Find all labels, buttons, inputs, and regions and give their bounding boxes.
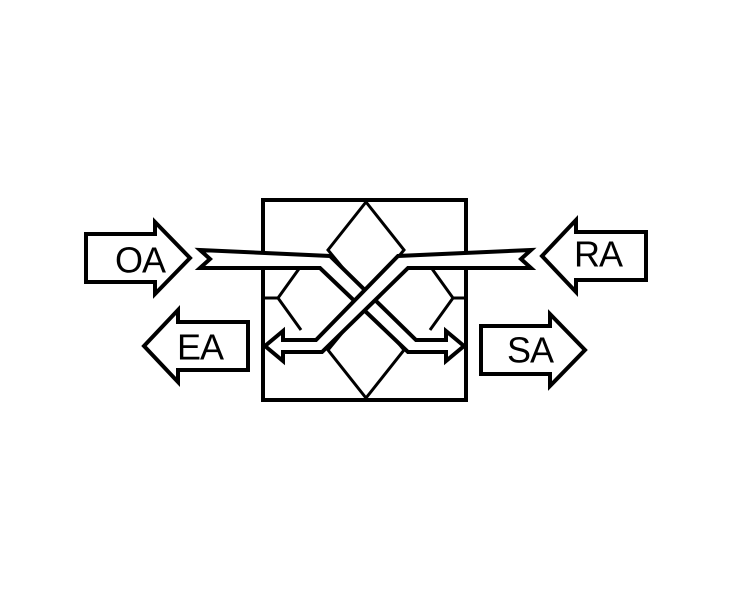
arrow-ea-shape <box>141 304 250 388</box>
label-ra: RA <box>574 234 623 275</box>
airstream-oa-to-sa <box>194 247 468 366</box>
arrow-exhaust-air: EA <box>141 304 250 388</box>
arrow-sa-shape <box>479 309 588 391</box>
arrow-return-air: RA <box>539 214 648 298</box>
label-oa: OA <box>115 240 166 281</box>
arrow-oa-shape <box>84 217 193 299</box>
arrow-outdoor-air: OA <box>84 217 193 299</box>
arrow-ra-shape <box>539 214 648 298</box>
label-ea: EA <box>177 327 224 368</box>
airstream-ra-to-ea <box>261 247 537 366</box>
label-sa: SA <box>507 330 554 371</box>
arrow-supply-air: SA <box>479 309 588 391</box>
